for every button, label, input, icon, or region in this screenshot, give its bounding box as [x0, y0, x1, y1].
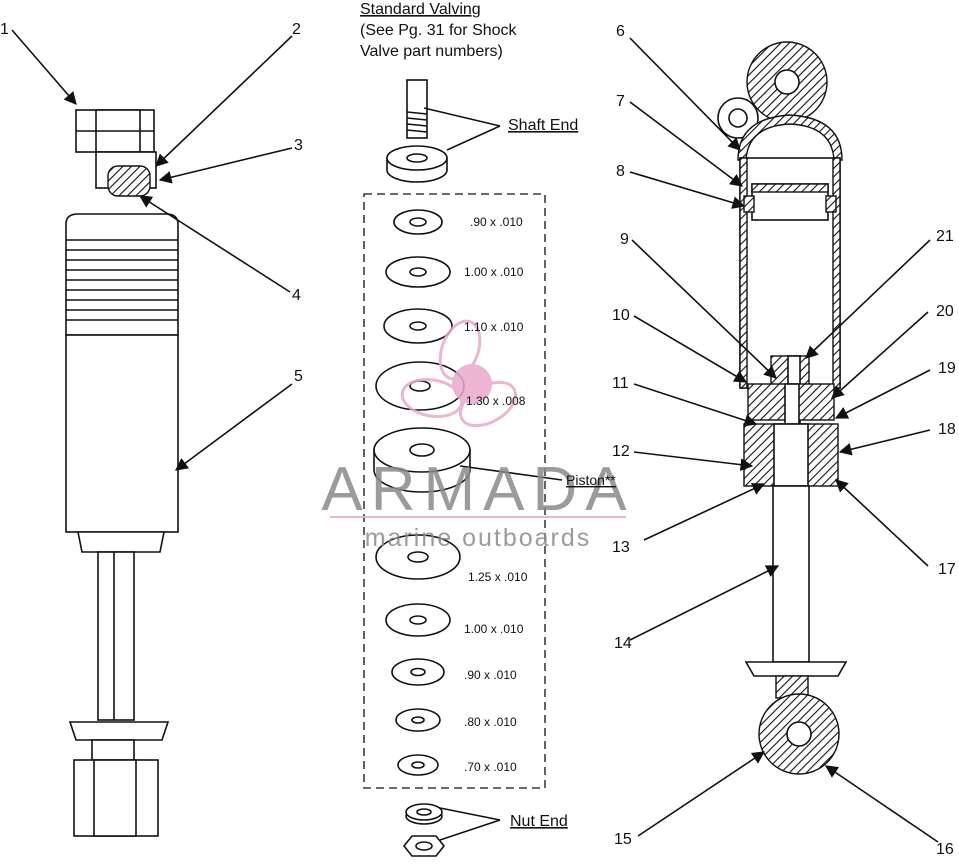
header-text: Standard Valving (See Pg. 31 for Shock V…	[360, 1, 518, 60]
leader-arrows	[11, 29, 939, 843]
propeller-logo	[400, 319, 517, 428]
nut-end-washer	[405, 803, 443, 825]
valving-group-box	[363, 193, 546, 789]
washer-spec-labels: .90 x .010 1.00 x .010 1.10 x .010 1.30 …	[464, 215, 528, 774]
header-title: Standard Valving	[360, 1, 481, 18]
washer-spec: 1.00 x .010	[464, 265, 524, 279]
part-number: 18	[938, 421, 956, 438]
watermark-brand: ARMADA	[321, 455, 634, 524]
part-number: 9	[620, 231, 629, 248]
part-number: 20	[936, 303, 954, 320]
piston-label: Piston**	[566, 472, 616, 488]
part-number: 13	[612, 539, 630, 556]
washer-5	[375, 534, 461, 580]
part-number: 10	[612, 307, 630, 324]
part-number: 19	[938, 360, 956, 377]
body-end-cap	[77, 531, 165, 553]
part-number: 6	[616, 23, 625, 40]
stud-thread	[406, 111, 428, 133]
section-bottom-flange	[744, 661, 848, 677]
dome-cap	[737, 114, 843, 161]
watermark-tagline: marine outboards	[365, 524, 592, 552]
part-number: 3	[294, 137, 303, 154]
bottom-flange	[68, 721, 170, 741]
washer-spec: .90 x .010	[470, 215, 523, 229]
washer-1	[393, 209, 443, 235]
washer-spec: 1.30 x .008	[466, 394, 526, 408]
section-shaft	[772, 485, 810, 663]
part-number: 5	[294, 368, 303, 385]
washer-spec: .70 x .010	[464, 760, 517, 774]
part-number: 17	[938, 561, 956, 578]
part-number-labels: 1 2 3 4 5 6 7 8 9 10 11 12 13 14 15 16 1…	[0, 21, 956, 858]
washer-3	[383, 308, 453, 344]
left-shock-assembly	[65, 109, 179, 837]
main-body	[65, 334, 179, 533]
shaft-end-stud	[406, 79, 428, 139]
nut-end-leader-1	[439, 807, 501, 821]
bottom-neck	[91, 739, 135, 763]
header-line-3: Valve part numbers)	[360, 43, 503, 60]
part-number: 4	[292, 287, 301, 304]
washer-9	[397, 754, 439, 776]
washer-8	[395, 708, 441, 732]
part-number: 1	[0, 21, 9, 38]
washer-7	[391, 658, 445, 686]
nut-end-leader-2	[439, 819, 501, 841]
nut-end-label: Nut End	[510, 813, 568, 830]
part-number: 15	[614, 831, 632, 848]
washer-spec: .90 x .010	[464, 668, 517, 682]
rib-lines	[66, 239, 178, 321]
ribbed-body	[65, 213, 179, 336]
part-number: 8	[616, 163, 625, 180]
part-number: 7	[616, 93, 625, 110]
part-number: 12	[612, 443, 630, 460]
part-number: 21	[936, 228, 954, 245]
washer-spec: 1.00 x .010	[464, 622, 524, 636]
shaft-end-label: Shaft End	[508, 117, 578, 134]
reservoir-valve	[107, 165, 151, 197]
washer-spec: 1.10 x .010	[464, 320, 524, 334]
header-line-2: (See Pg. 31 for Shock	[360, 22, 518, 39]
washer-spec: .80 x .010	[464, 715, 517, 729]
part-number: 14	[614, 635, 632, 652]
part-number: 16	[936, 841, 954, 858]
shaft	[97, 551, 135, 721]
shaft-end-leader-1	[423, 107, 501, 127]
washer-2	[385, 256, 451, 288]
shaft-end-leader-2	[446, 125, 501, 151]
valving-stack	[363, 79, 563, 857]
part-number: 2	[292, 21, 301, 38]
piston-leader	[459, 465, 563, 481]
bottom-eye-center	[93, 759, 137, 837]
washer-spec: 1.25 x .010	[468, 570, 528, 584]
washer-6	[385, 603, 451, 637]
watermark: ARMADA marine outboards	[321, 319, 634, 552]
part-number: 11	[612, 375, 629, 392]
right-section-view	[717, 41, 848, 775]
piston	[373, 427, 471, 493]
